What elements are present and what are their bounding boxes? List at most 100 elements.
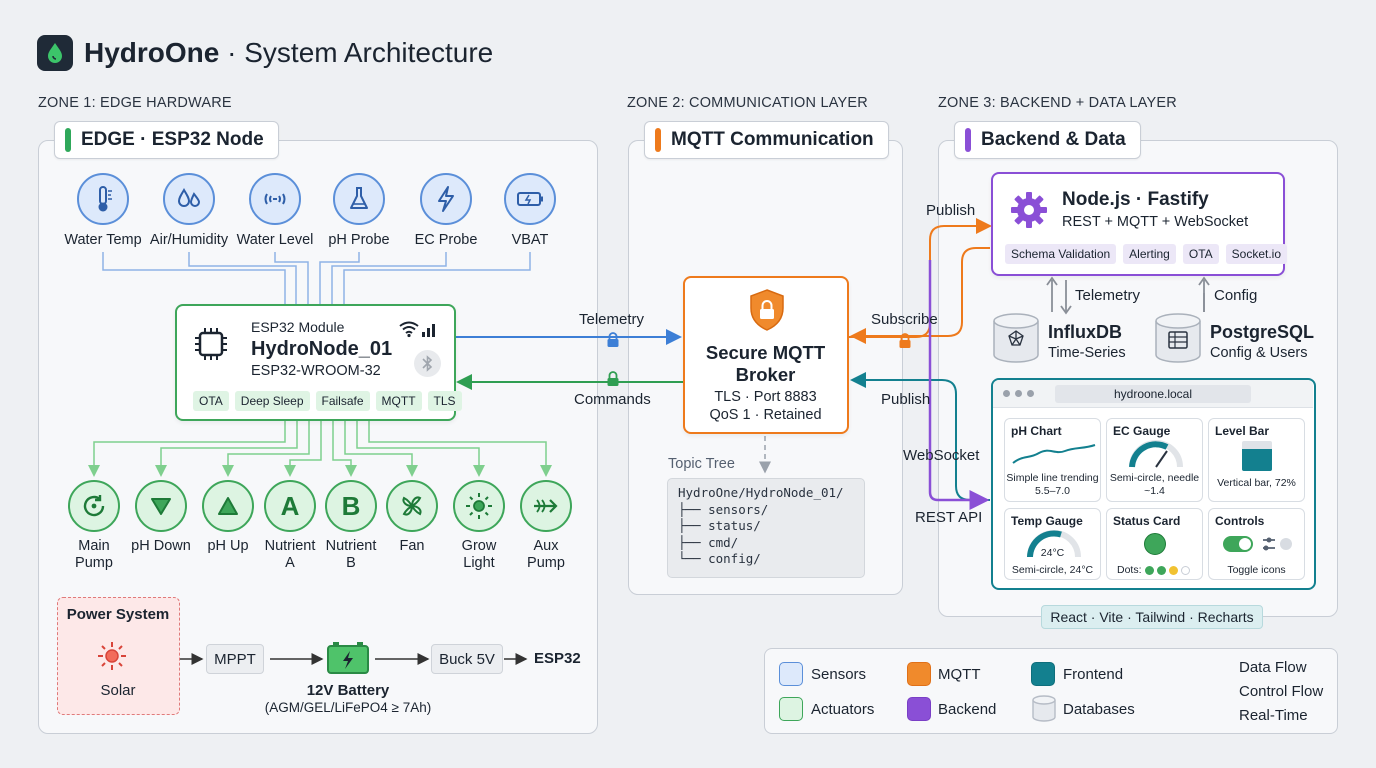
esp-tag: Deep Sleep [234,391,310,411]
card-caption: Semi-circle, 24°C [1011,564,1094,576]
legend-label-mqtt: MQTT [938,666,981,683]
dashboard-frontend[interactable]: hydroone.local pH Chart Simple line tren… [991,378,1316,590]
sensor-label-water-level: Water Level [236,232,314,248]
backend-title-text: Backend & Data [981,129,1126,150]
sliders-icon[interactable] [1261,536,1295,552]
esp-node-name: HydroNode_01 [251,338,393,360]
sensor-label-ec-probe: EC Probe [414,232,478,248]
ph-chart-card: pH Chart Simple line trending 5.5–7.0 [1004,418,1101,502]
zone2-label: ZONE 2: COMMUNICATION LAYER [627,95,868,111]
status-dot-yellow [1168,565,1178,575]
power-system-box: Power System Solar [57,597,180,715]
droplets-icon [163,173,215,225]
config-db-label: Config [1214,287,1258,304]
legend-label-sensors: Sensors [811,666,867,683]
legend-swatch-frontend [1031,662,1055,686]
telemetry-db-label: Telemetry [1075,287,1141,304]
battery-label: 12V Battery [306,682,390,699]
card-title: Level Bar [1215,424,1270,438]
title-separator: · [219,37,245,68]
status-dot-green [1144,565,1154,575]
power-target-esp32: ESP32 [534,650,581,667]
solar-label: Solar [100,682,136,699]
edge-title: EDGE · ESP32 Node [54,121,279,159]
flask-icon [333,173,385,225]
battery-12v-icon [326,641,370,680]
influxdb-cylinder-icon [991,312,1041,369]
frontend-stack-badge: React · Vite · Tailwind · Recharts [1041,605,1263,629]
commands-flow-label: Commands [574,391,651,408]
comm-accent-bar [655,128,661,152]
comm-title-text: MQTT Communication [671,129,874,150]
ec-gauge-dial [1129,440,1183,468]
brand-name: HydroOne [84,37,220,68]
battery-spec: (AGM/GEL/LiFePO4 ≥ 7Ah) [264,700,432,715]
server-title: Node.js · Fastify [1062,189,1209,210]
triangle-down-icon [135,480,187,532]
gear-icon [1009,190,1049,235]
level-bar [1242,441,1272,471]
toggle-knob [1239,538,1251,550]
battery-icon [504,173,556,225]
server-tag: Socket.io [1225,244,1287,264]
comm-title: MQTT Communication [644,121,889,159]
card-caption: Toggle icons [1227,564,1286,576]
status-card: Status Card Dots: [1106,508,1203,580]
browser-bar: hydroone.local [993,380,1313,408]
subscribe-label: Subscribe [871,311,938,328]
card-caption: Vertical bar, 72% [1217,477,1296,489]
bluetooth-icon [414,350,441,377]
triangle-up-icon [202,480,254,532]
shield-lock-icon [747,288,787,337]
server-tag: OTA [1182,244,1219,264]
legend-label-databases: Databases [1063,701,1135,718]
mppt-box: MPPT [206,644,264,674]
status-dot-off [1180,565,1190,575]
websocket-label: WebSocket [903,447,980,464]
temp-gauge-dial [1027,530,1081,558]
wifi-icon [398,320,420,343]
sensor-label-air-humidity: Air/Humidity [149,232,229,248]
sun-icon [453,480,505,532]
status-dot-green [1156,565,1166,575]
thermometer-icon [77,173,129,225]
nodejs-server-card[interactable]: Node.js · Fastify REST + MQTT + WebSocke… [991,172,1287,276]
esp-tag: MQTT [375,391,422,411]
sensor-label-vbat: VBAT [511,232,549,248]
actuator-label-ph-down: pH Down [131,538,191,554]
ec-gauge-card: EC Gauge Semi-circle, needle ~1.4 [1106,418,1203,502]
edge-title-text: EDGE · ESP32 Node [81,129,264,150]
level-bar-card: Level Bar Vertical bar, 72% [1208,418,1305,502]
refresh-pump-icon [68,480,120,532]
status-dots-row: Dots: [1117,564,1190,576]
postgresql-cylinder-icon [1153,312,1203,369]
legend-line-real-time: Real-Time [1239,707,1308,724]
postgresql-sub: Config & Users [1210,345,1308,361]
fan-icon [386,480,438,532]
backend-title: Backend & Data [954,121,1141,159]
temp-gauge-value: 24°C [1040,547,1065,559]
influxdb-name: InfluxDB [1048,322,1122,342]
letter-b-icon: B [325,480,377,532]
toggle-switch[interactable] [1223,536,1253,552]
url-bar[interactable]: hydroone.local [1055,385,1251,403]
esp32-module-card[interactable]: ESP32 Module HydroNode_01 ESP32-WROOM-32… [175,304,462,421]
window-dot [1003,390,1010,397]
edge-accent-bar [65,128,71,152]
arrow-pump-icon [520,480,572,532]
esp-module-label: ESP32 Module [251,319,345,335]
card-title: Status Card [1113,514,1181,528]
esp-tag: TLS [427,391,462,411]
buck-converter-box: Buck 5V [431,644,503,674]
esp-feature-tags: OTA Deep Sleep Failsafe MQTT TLS [193,391,462,411]
lock-icon-commands [606,371,620,392]
card-title: Controls [1215,514,1265,528]
zone3-label: ZONE 3: BACKEND + DATA LAYER [938,95,1177,111]
